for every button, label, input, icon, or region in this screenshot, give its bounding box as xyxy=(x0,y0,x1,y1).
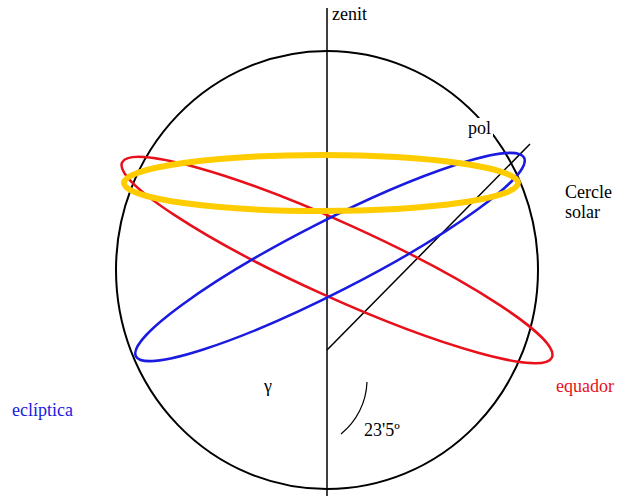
equator-label: equador xyxy=(554,376,616,396)
vernal-point-label: γ xyxy=(262,376,274,396)
angle-label: 23'5º xyxy=(362,420,402,440)
ecliptic-label: eclíptica xyxy=(10,400,75,420)
equator-ellipse xyxy=(107,129,567,391)
ecliptic-ellipse xyxy=(120,127,540,388)
solar-circle-label: Cercle solar xyxy=(563,182,633,222)
zenith-label: zenit xyxy=(330,4,369,24)
zenith-axis xyxy=(326,8,328,496)
pole-label: pol xyxy=(466,118,493,138)
solar-circle xyxy=(124,155,518,211)
